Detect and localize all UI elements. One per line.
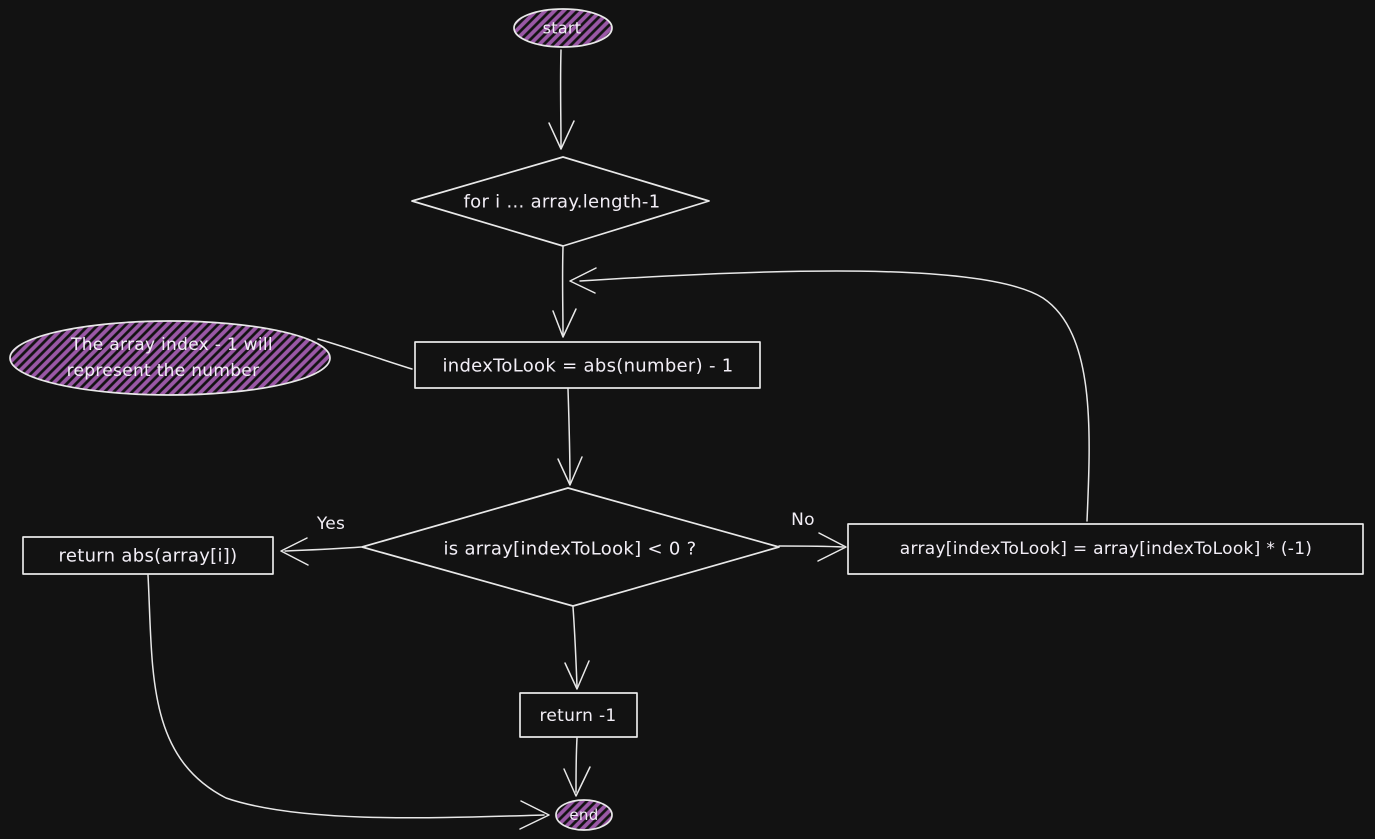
edge-assign-to-condition: [557, 388, 583, 486]
negate-label: array[indexToLook] = array[indexToLook] …: [900, 539, 1313, 559]
end-node: end: [555, 799, 613, 831]
no-label: No: [791, 510, 815, 530]
negate-rect: array[indexToLook] = array[indexToLook] …: [847, 523, 1364, 575]
note-line1: The array index - 1 will: [70, 335, 273, 355]
edge-loop-to-assign: [552, 246, 577, 338]
return-minus1-rect: return -1: [519, 692, 638, 738]
start-label: start: [543, 19, 582, 38]
condition-label: is array[indexToLook] < 0 ?: [443, 539, 696, 560]
for-loop-diamond: for i ... array.length-1: [411, 156, 710, 247]
note-line2: represent the number: [67, 361, 260, 381]
return-minus1-label: return -1: [539, 706, 616, 726]
note-ellipse: The array index - 1 will represent the n…: [9, 320, 331, 396]
return-abs-rect: return abs(array[i]): [22, 536, 274, 575]
for-loop-label: for i ... array.length-1: [464, 192, 661, 213]
edge-return-minus1-to-end: [563, 737, 591, 797]
condition-diamond: is array[indexToLook] < 0 ?: [361, 487, 780, 607]
yes-label: Yes: [316, 514, 345, 534]
return-abs-label: return abs(array[i]): [59, 546, 238, 567]
edge-negate-loopback: [569, 267, 1090, 522]
edge-start-to-loop: [548, 49, 575, 150]
edge-condition-yes: [280, 537, 362, 566]
assign-index-label: indexToLook = abs(number) - 1: [442, 356, 733, 377]
end-label: end: [569, 806, 598, 824]
assign-index-rect: indexToLook = abs(number) - 1: [414, 341, 761, 389]
edge-return-abs-to-end: [147, 574, 550, 830]
edge-note-connector: [317, 338, 413, 370]
edge-condition-to-return-minus1: [564, 606, 590, 690]
edge-condition-no: [778, 532, 847, 562]
start-node: start: [513, 8, 613, 48]
